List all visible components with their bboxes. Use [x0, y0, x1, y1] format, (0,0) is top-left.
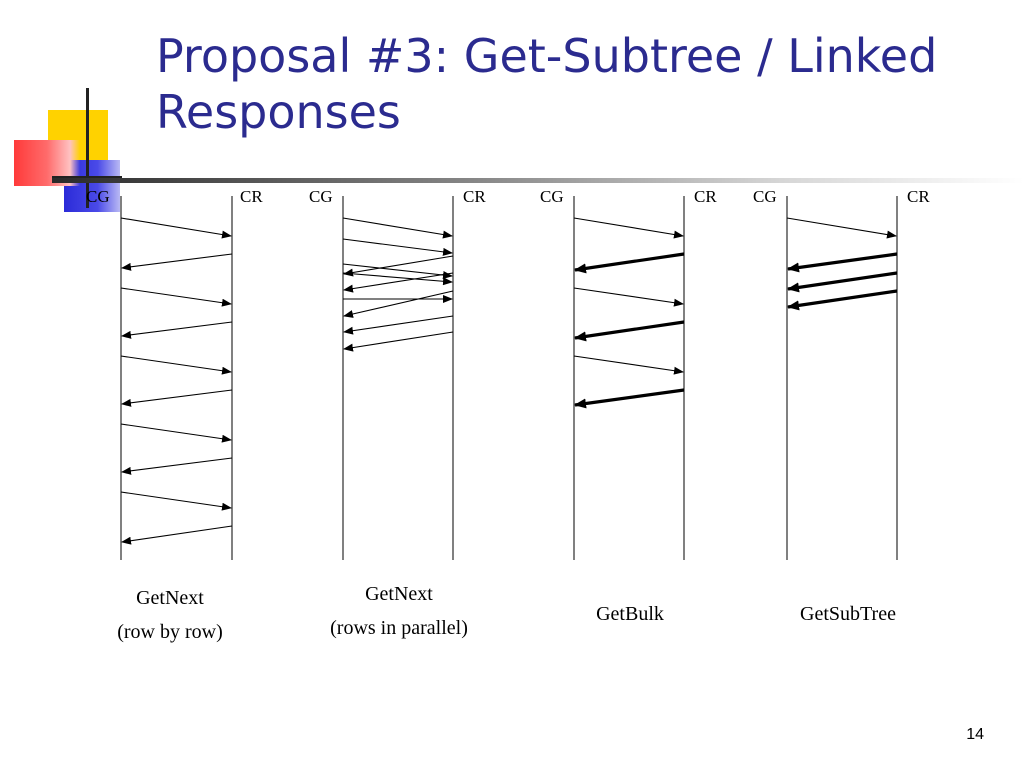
caption-line-1: GetBulk — [596, 603, 664, 625]
label-cg: CG — [753, 187, 777, 206]
request-arrow — [573, 217, 684, 239]
response-arrow — [121, 253, 233, 271]
request-arrow — [342, 217, 453, 239]
label-cg: CG — [86, 187, 110, 206]
bulk-response-arrow — [787, 252, 898, 273]
request-arrow — [342, 263, 453, 279]
request-arrow — [573, 355, 684, 375]
decor-horizontal-line — [52, 176, 122, 179]
bulk-response-arrow — [787, 289, 898, 311]
response-arrow — [343, 315, 454, 335]
title-divider — [52, 178, 1024, 183]
diagram-2: CG CR GetNext (rows in parallel) — [309, 187, 486, 639]
response-arrow — [121, 321, 233, 339]
response-arrow — [121, 389, 233, 407]
caption-line-1: GetSubTree — [800, 603, 896, 625]
request-arrow — [120, 423, 232, 443]
response-arrow — [121, 457, 233, 475]
bulk-response-arrow — [787, 271, 898, 293]
request-arrow — [342, 238, 453, 256]
request-arrow — [342, 272, 453, 286]
label-cr: CR — [240, 187, 263, 206]
request-arrow — [120, 217, 232, 239]
label-cr: CR — [463, 187, 486, 206]
request-arrow — [120, 491, 232, 511]
label-cg: CG — [540, 187, 564, 206]
response-arrow — [343, 290, 454, 318]
bulk-response-arrow — [574, 252, 685, 274]
bulk-response-arrow — [574, 388, 685, 409]
caption-line-2: (rows in parallel) — [330, 617, 468, 639]
request-arrow — [573, 287, 684, 307]
slide-title-line-2: Responses — [156, 85, 401, 139]
slide-title: Proposal #3: Get-Subtree / Linked Respon… — [156, 28, 996, 140]
label-cr: CR — [907, 187, 930, 206]
label-cg: CG — [309, 187, 333, 206]
bulk-response-arrow — [574, 320, 685, 342]
diagram-1: CG CR GetNext (row by row) — [86, 187, 263, 643]
response-arrow — [343, 272, 454, 293]
request-arrow — [120, 355, 232, 375]
diagram-4: CG CR GetSubTree — [753, 187, 930, 625]
slide-title-line-1: Proposal #3: Get-Subtree / Linked — [156, 29, 938, 83]
request-arrow — [120, 287, 232, 307]
diagram-3: CG CR GetBulk — [540, 187, 717, 625]
caption-line-2: (row by row) — [117, 621, 223, 643]
caption-line-1: GetNext — [365, 583, 433, 605]
response-arrow — [343, 331, 454, 352]
page-number: 14 — [966, 726, 984, 743]
request-arrow — [786, 217, 897, 239]
response-arrow — [343, 255, 454, 277]
decor-vertical-line — [86, 88, 89, 208]
response-arrow — [121, 525, 233, 545]
caption-line-1: GetNext — [136, 587, 204, 609]
label-cr: CR — [694, 187, 717, 206]
